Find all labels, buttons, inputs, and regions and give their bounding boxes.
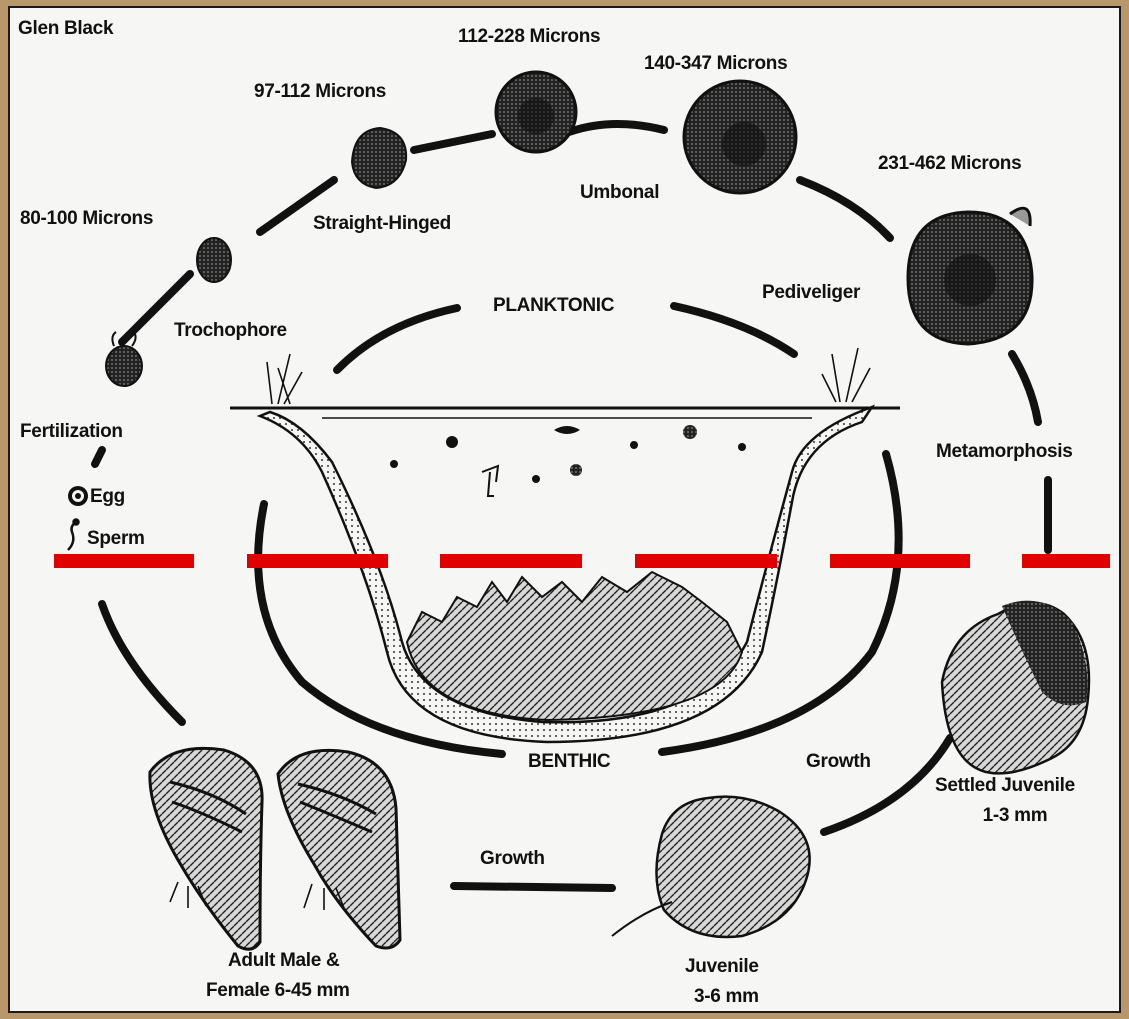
- size-140-347-label: 140-347 Microns: [644, 53, 787, 75]
- larva-with-foot-illustration: [482, 466, 498, 496]
- benthic-label: BENTHIC: [528, 751, 610, 773]
- credit-label: Glen Black: [18, 18, 113, 40]
- sperm-icon: [68, 520, 79, 551]
- metamorphosis-label: Metamorphosis: [936, 441, 1073, 463]
- arrow-umbonal-to-pediveliger: [800, 180, 890, 238]
- straight-hinged-larva-illustration: [352, 128, 406, 188]
- arrow-umbonal-to-umbonal: [569, 124, 664, 132]
- arrow-egg-to-fertilization: [95, 450, 102, 464]
- umbonal-larva-large-illustration: [684, 81, 796, 193]
- adult-mussel-female-illustration: [150, 748, 262, 949]
- size-112-228-label: 112-228 Microns: [458, 26, 600, 48]
- trochophore-label: Trochophore: [174, 320, 287, 342]
- juvenile-cluster-illustration: [612, 797, 810, 937]
- size-231-462-label: 231-462 Microns: [878, 153, 1021, 175]
- size-97-112-label: 97-112 Microns: [254, 81, 386, 103]
- umbonal-label: Umbonal: [580, 182, 659, 204]
- sperm-label: Sperm: [87, 528, 145, 550]
- water-basin-illustration: [230, 348, 900, 742]
- adult-label: Adult Male &: [228, 950, 339, 972]
- diagram-canvas: Glen Black 112-228 Microns 140-347 Micro…: [8, 6, 1121, 1013]
- planktonic-arc-right: [674, 306, 794, 354]
- planktonic-label: PLANKTONIC: [493, 295, 614, 317]
- planktonic-arc-left: [337, 308, 457, 370]
- egg-label: Egg: [90, 486, 125, 508]
- pediveliger-illustration: [908, 208, 1032, 344]
- size-80-100-label: 80-100 Microns: [20, 208, 153, 230]
- adult-size-label: Female 6-45 mm: [206, 980, 350, 1002]
- arrow-pediveliger-to-metamorphosis: [1012, 354, 1038, 422]
- arrow-straight-hinged-to-umbonal: [414, 134, 492, 150]
- settled-juvenile-size-label: 1-3 mm: [980, 805, 1050, 827]
- arrow-adult-up: [102, 604, 182, 722]
- trochophore-illustration: [197, 238, 231, 282]
- fertilization-label: Fertilization: [20, 421, 123, 443]
- settled-juvenile-illustration: [942, 601, 1089, 774]
- egg-icon: [68, 486, 88, 506]
- juvenile-size-label: 3-6 mm: [694, 986, 759, 1008]
- growth-bottom-label: Growth: [480, 848, 545, 870]
- juvenile-label: Juvenile: [685, 956, 759, 978]
- straight-hinged-label: Straight-Hinged: [313, 213, 451, 235]
- arrow-juvenile-to-adult: [454, 886, 612, 888]
- umbonal-larva-small-illustration: [496, 72, 576, 152]
- settled-juvenile-label: Settled Juvenile: [935, 775, 1075, 797]
- growth-right-label: Growth: [806, 751, 871, 773]
- adult-mussel-male-illustration: [278, 750, 400, 948]
- pediveliger-label: Pediveliger: [762, 282, 860, 304]
